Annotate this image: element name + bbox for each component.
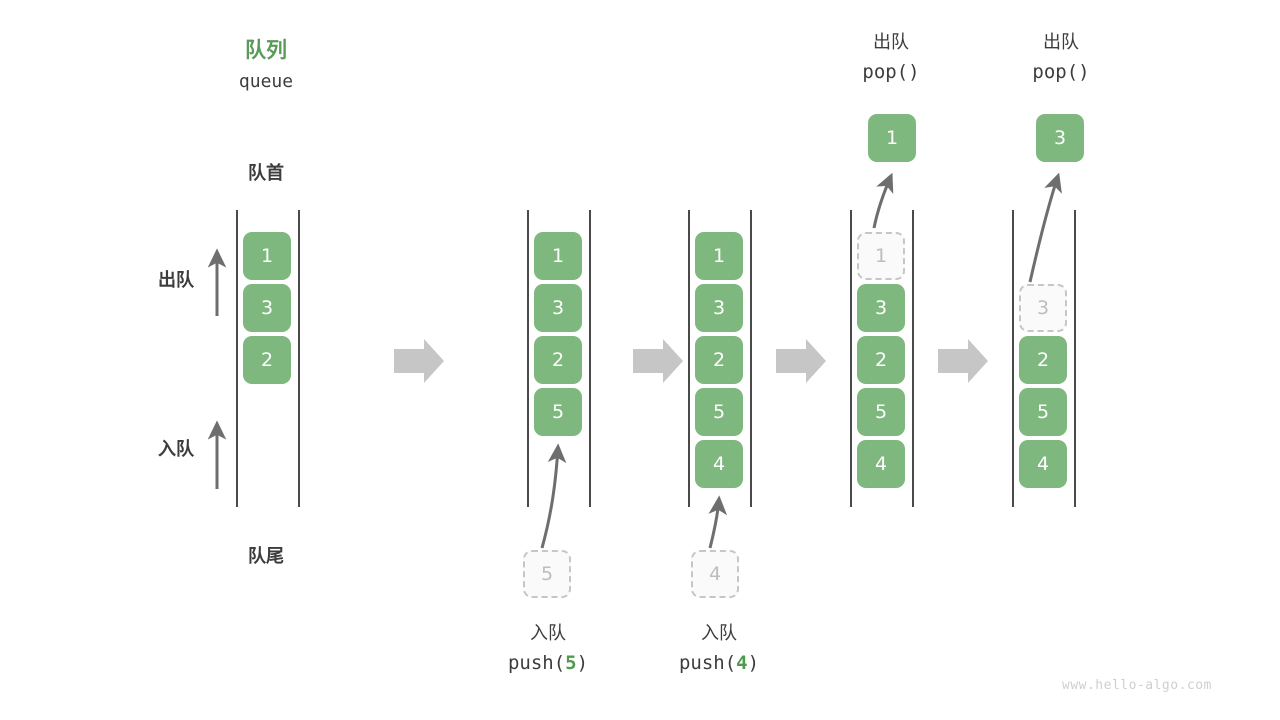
watermark: www.hello-algo.com [1062,678,1212,693]
push-4-motion-arrow [708,495,728,549]
queue-rail-left [850,210,852,507]
queue-cell: 2 [857,336,905,384]
operation-arg: 5 [565,652,577,674]
operation-label-code: pop() [971,57,1151,87]
operation-label-code: push(5) [443,648,653,678]
queue-cell: 3 [243,284,291,332]
operation-label-cn: 入队 [530,623,566,644]
queue-cell: 5 [857,388,905,436]
queue-rail-left [688,210,690,507]
outgoing-element: 1 [868,114,916,162]
queue-cell: 5 [1019,388,1067,436]
operation-label-push-5: 入队 push(5) [443,620,653,678]
queue-cell-removed: 3 [1019,284,1067,332]
operation-label-code: push(4) [614,648,824,678]
queue-title-cn: 队列 [245,38,287,62]
queue-cell: 4 [695,440,743,488]
queue-rail-left [236,210,238,507]
queue-rail-left [527,210,529,507]
queue-tail-label: 队尾 [248,546,284,567]
operation-label-pop-1: 出队 pop() [801,29,981,87]
queue-cell: 4 [857,440,905,488]
queue-rail-right [750,210,752,507]
pop-1-motion-arrow [872,172,894,229]
operation-fn: pop( [862,61,909,83]
operation-fn: push( [507,652,566,674]
operation-close: ) [908,61,920,83]
operation-label-cn: 出队 [873,32,909,53]
step-transition-arrow [394,339,444,383]
step-transition-arrow [938,339,988,383]
queue-cell: 5 [534,388,582,436]
operation-arg: 4 [736,652,748,674]
queue-rail-right [589,210,591,507]
operation-close: ) [1078,61,1090,83]
operation-fn: push( [678,652,737,674]
outgoing-element: 3 [1036,114,1084,162]
step-transition-arrow [633,339,683,383]
incoming-element: 4 [691,550,739,598]
pop-3-motion-arrow [1028,172,1062,283]
queue-cell: 5 [695,388,743,436]
operation-label-push-4: 入队 push(4) [614,620,824,678]
queue-cell: 2 [534,336,582,384]
operation-label-cn: 入队 [701,623,737,644]
queue-cell: 2 [1019,336,1067,384]
enqueue-direction-label: 入队 [158,439,194,460]
step-transition-arrow [776,339,826,383]
queue-rail-right [1074,210,1076,507]
operation-label-pop-3: 出队 pop() [971,29,1151,87]
queue-cell: 1 [243,232,291,280]
queue-rail-right [912,210,914,507]
queue-cell: 2 [243,336,291,384]
queue-title-en: queue [238,71,294,92]
queue-cell: 2 [695,336,743,384]
queue-cell: 3 [857,284,905,332]
incoming-element: 5 [523,550,571,598]
queue-cell-removed: 1 [857,232,905,280]
push-5-motion-arrow [540,443,567,549]
queue-cell: 1 [534,232,582,280]
operation-close: ) [576,652,589,674]
queue-cell: 3 [534,284,582,332]
operation-fn: pop( [1032,61,1079,83]
queue-rail-right [298,210,300,507]
queue-cell: 3 [695,284,743,332]
queue-cell: 4 [1019,440,1067,488]
queue-head-label: 队首 [248,163,284,184]
operation-close: ) [747,652,760,674]
operation-label-code: pop() [801,57,981,87]
queue-cell: 1 [695,232,743,280]
operation-label-cn: 出队 [1043,32,1079,53]
queue-rail-left [1012,210,1014,507]
dequeue-direction-label: 出队 [158,270,194,291]
